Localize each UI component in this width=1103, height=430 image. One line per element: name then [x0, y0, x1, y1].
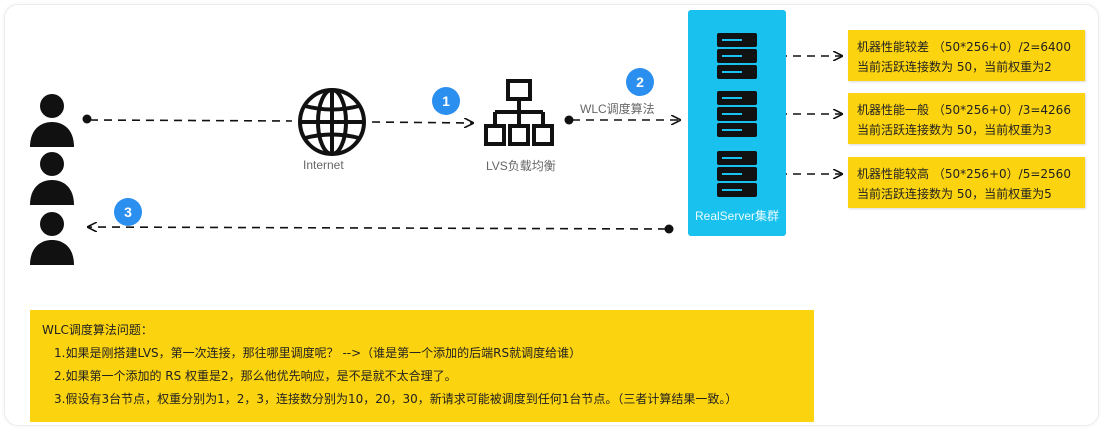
step-badge-1: 1 [432, 87, 460, 115]
internet-label: Internet [303, 158, 344, 172]
return-arrow [88, 227, 667, 229]
server-connections: 当前活跃连接数为 50，当前权重为3 [857, 123, 1052, 137]
internet-lvs-arrow [371, 122, 473, 123]
lvs-label: LVS负载均衡 [486, 159, 556, 173]
wlc-notes-panel: WLC调度算法问题： 1.如果是刚搭建LVS，第一次连接，那往哪里调度呢？ --… [30, 310, 814, 422]
notes-item: 2.如果第一个添加的 RS 权重是2，那么他优先响应，是不是就不太合理了。 [54, 369, 457, 383]
notes-item: 3.假设有3台节点，权重分别为1，2，3，连接数分别为10，20，30，新请求可… [54, 392, 738, 406]
line-start-dot-3 [664, 224, 674, 234]
line-start-dot-1 [82, 114, 92, 124]
server-connections: 当前活跃连接数为 50，当前权重为2 [857, 60, 1052, 74]
wlc-label: WLC调度算法 [580, 102, 655, 116]
server-formula: 机器性能一般 （50*256+0）/3=4266 [857, 103, 1071, 117]
globe-icon [298, 88, 366, 156]
user-icon [30, 94, 74, 147]
user-internet-line [89, 119, 293, 122]
user-icon [30, 212, 74, 265]
notes-title: WLC调度算法问题： [42, 323, 153, 337]
cluster-label: RealServer集群 [694, 209, 780, 223]
server-info-box-3: 机器性能较高 （50*256+0）/5=2560 当前活跃连接数为 50，当前权… [848, 157, 1085, 208]
server-icon [717, 151, 757, 197]
server-icon [717, 33, 757, 79]
server-icon [717, 91, 757, 137]
notes-item: 1.如果是刚搭建LVS，第一次连接，那往哪里调度呢？ -->（谁是第一个添加的后… [54, 346, 582, 360]
line-start-dot-2 [564, 115, 574, 125]
realserver-cluster: RealServer集群 [688, 10, 786, 236]
server-formula: 机器性能较高 （50*256+0）/5=2560 [857, 167, 1071, 181]
network-hierarchy-icon [484, 79, 554, 146]
step-badge-2: 2 [626, 68, 654, 96]
server-formula: 机器性能较差 （50*256+0）/2=6400 [857, 40, 1071, 54]
server-info-box-1: 机器性能较差 （50*256+0）/2=6400 当前活跃连接数为 50，当前权… [848, 30, 1085, 81]
user-icon [30, 152, 74, 205]
step-badge-3: 3 [114, 198, 142, 226]
server-info-box-2: 机器性能一般 （50*256+0）/3=4266 当前活跃连接数为 50，当前权… [848, 93, 1085, 144]
server-connections: 当前活跃连接数为 50，当前权重为5 [857, 187, 1052, 201]
